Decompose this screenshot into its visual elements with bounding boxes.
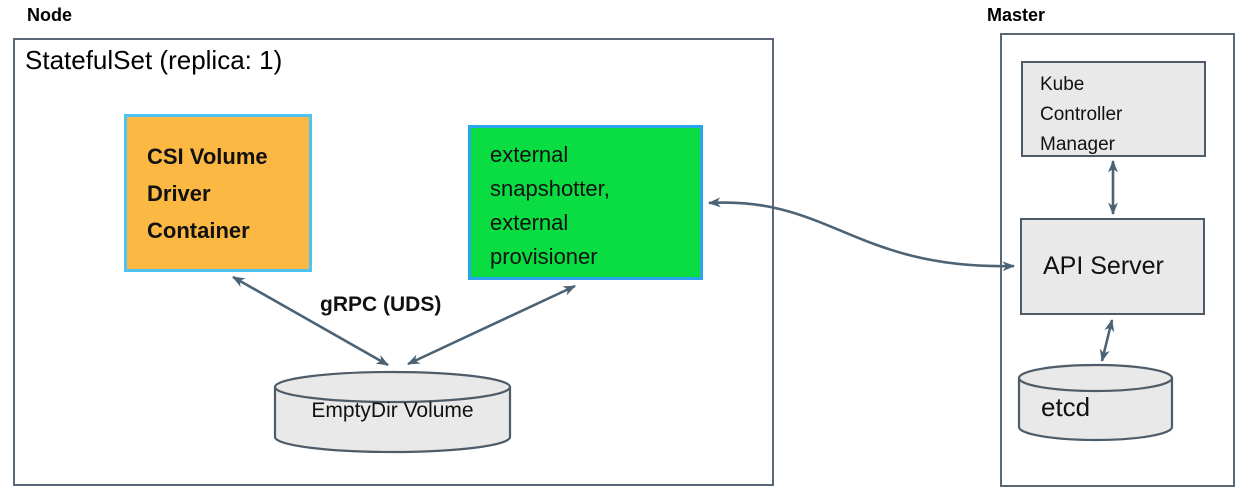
- ext-box-line: provisioner: [490, 244, 598, 269]
- api-server-box: API Server: [1020, 218, 1205, 315]
- ext-box-line: snapshotter,: [490, 176, 610, 201]
- node-group-label: Node: [27, 5, 72, 25]
- csi-box-line: Container: [147, 218, 250, 243]
- ext-box-line: external: [490, 210, 569, 235]
- api-server-label: API Server: [1043, 252, 1164, 280]
- statefulset-title: StatefulSet (replica: 1): [25, 45, 283, 75]
- emptydir-volume-label: EmptyDir Volume: [311, 399, 474, 422]
- ext-box-line: external: [490, 142, 569, 167]
- kube-controller-manager-box: Kube Controller Manager: [1021, 61, 1206, 157]
- etcd-label: etcd: [1041, 392, 1091, 422]
- csi-volume-driver-container-box: CSI Volume Driver Container: [124, 114, 312, 272]
- external-snapshotter-provisioner-box: external snapshotter, external provision…: [468, 125, 703, 280]
- kcm-box-line: Kube: [1040, 74, 1085, 95]
- csi-box-line: Driver: [147, 181, 211, 206]
- grpc-uds-label: gRPC (UDS): [320, 293, 442, 316]
- kcm-box-line: Controller: [1040, 104, 1123, 125]
- master-group-label: Master: [987, 5, 1046, 25]
- csi-box-line: CSI Volume: [147, 144, 268, 169]
- kcm-box-line: Manager: [1040, 134, 1115, 155]
